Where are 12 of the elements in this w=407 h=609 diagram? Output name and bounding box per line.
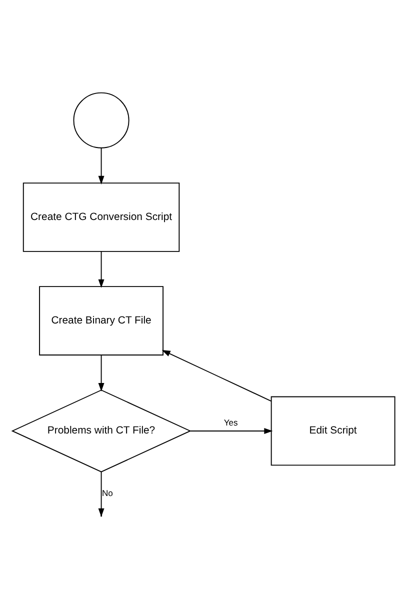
node-box: Edit Script [270, 396, 396, 466]
arrow [190, 428, 273, 434]
node-diamond: Problems with CT File? [11, 390, 192, 472]
node-box: Create CTG Conversion Script [22, 182, 180, 252]
arrow [98, 251, 104, 288]
node-box: Create Binary CT File [39, 286, 164, 356]
node-circle [73, 92, 130, 148]
arrow [162, 350, 272, 402]
edge-label: Yes [224, 417, 238, 428]
arrow [98, 148, 104, 184]
arrow [98, 354, 104, 392]
edge-label: No [102, 488, 113, 498]
